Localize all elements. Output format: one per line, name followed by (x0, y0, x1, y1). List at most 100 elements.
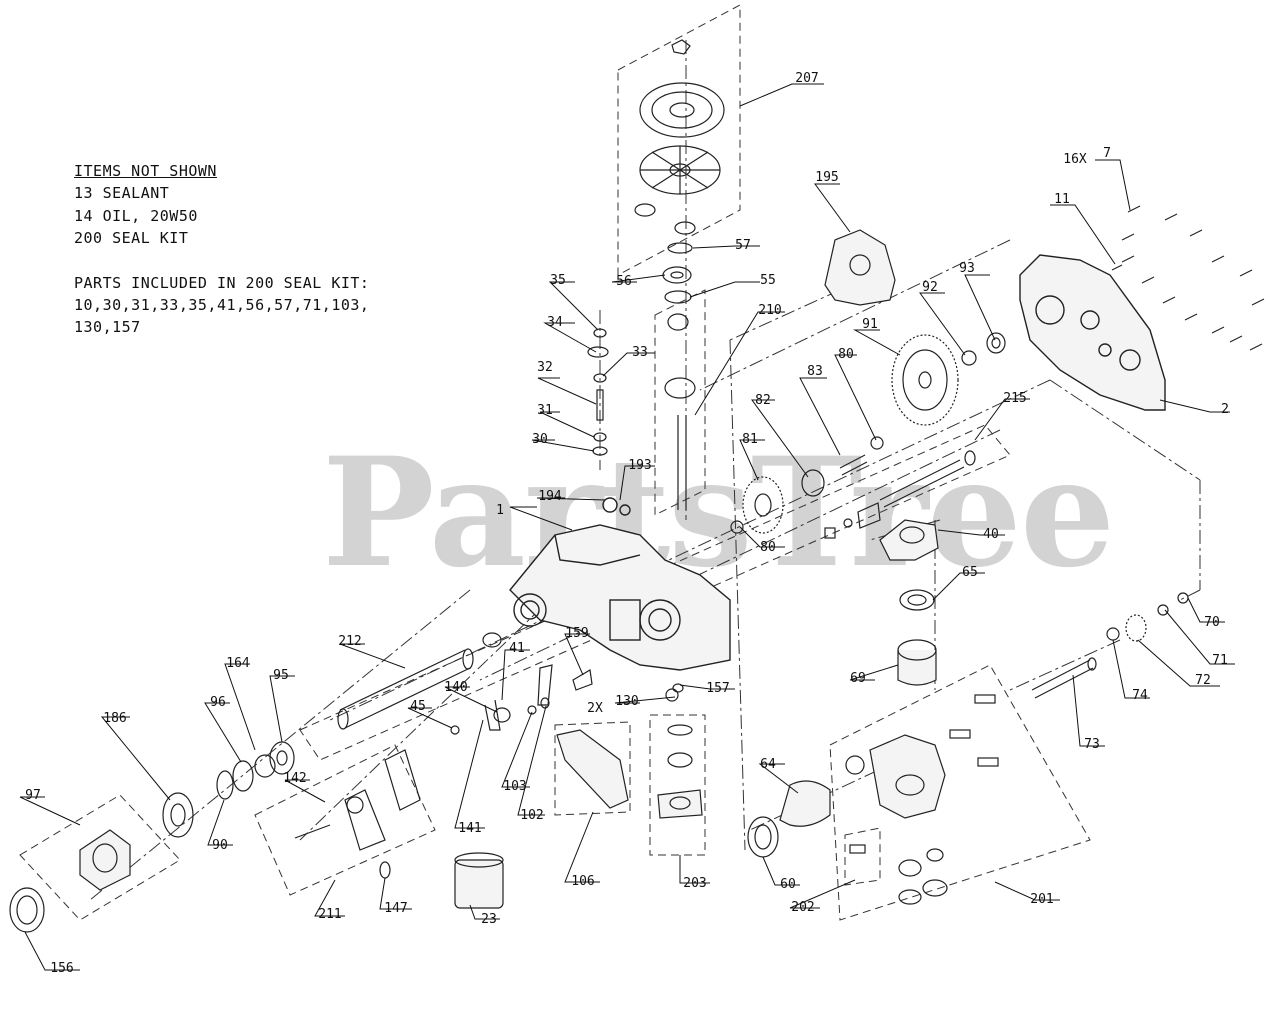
callout-label: 203 (683, 876, 706, 891)
group-202-box (844, 827, 881, 886)
callout-label: 72 (1195, 673, 1211, 688)
center-section-201 (845, 694, 999, 905)
group-210-box (654, 289, 706, 516)
leader-lines (19, 83, 1235, 971)
callout-label: 71 (1212, 653, 1228, 668)
callout-label: 1 (496, 503, 504, 518)
callout-label: 82 (755, 393, 771, 408)
seal-kit-line: 130,157 (74, 318, 141, 337)
callout-label: 83 (807, 364, 823, 379)
callout-label: 56 (616, 274, 632, 289)
callout-label: 106 (571, 874, 594, 889)
callout-label: 95 (273, 668, 289, 683)
callout-label: 212 (338, 634, 361, 649)
callout-label: 157 (706, 681, 729, 696)
callout-label: 92 (922, 280, 938, 295)
group-203-box (649, 714, 706, 856)
callout-label: 186 (103, 711, 126, 726)
notes-block: ITEMS NOT SHOWN 13 SEALANT 14 OIL, 20W50… (74, 160, 369, 339)
group-215-box (299, 424, 1011, 761)
seal-kit-heading: PARTS INCLUDED IN 200 SEAL KIT: (74, 273, 370, 292)
cover-bolts (1111, 205, 1265, 351)
callout-label: 164 (226, 656, 250, 671)
callout-label: 23 (481, 912, 497, 927)
callout-label: 31 (537, 403, 553, 418)
callout-label: 32 (537, 360, 553, 375)
callout-label: 33 (632, 345, 648, 360)
input-shaft-parts (662, 266, 696, 510)
callout-label: 207 (795, 71, 818, 86)
pulley-fan-assembly (634, 39, 725, 254)
motor-parts (747, 589, 937, 858)
axle-shafts (337, 592, 1189, 730)
shaft-215-parts (824, 450, 976, 561)
group-97-box (19, 794, 181, 921)
callout-label: 130 (615, 694, 638, 709)
group-boxes (19, 4, 1091, 921)
callout-label: 41 (509, 641, 525, 656)
callout-label: 40 (983, 527, 999, 542)
callout-label: 60 (780, 877, 796, 892)
callout-label: 34 (547, 315, 563, 330)
callout-label: 201 (1030, 892, 1053, 907)
pump-parts-203 (657, 683, 703, 819)
callout-label: 202 (791, 900, 814, 915)
callout-label: 147 (384, 901, 407, 916)
callout-label: 45 (410, 699, 426, 714)
group-207-box (617, 4, 741, 276)
cover-plate (1019, 254, 1166, 411)
callout-label: 2X (587, 701, 603, 716)
callout-label: 210 (758, 303, 781, 318)
callout-label: 103 (503, 779, 526, 794)
callout-label: 64 (760, 757, 776, 772)
callout-label: 7 (1103, 146, 1111, 161)
callout-label: 159 (565, 626, 588, 641)
watermark-text: PartsTree (322, 425, 1115, 601)
axle-end-parts (9, 632, 502, 933)
callout-label: 35 (550, 273, 566, 288)
callout-label: 80 (760, 540, 776, 555)
callout-label: 74 (1132, 688, 1148, 703)
not-shown-item: 200 SEAL KIT (74, 229, 189, 248)
callout-label: 55 (760, 273, 776, 288)
callout-label: 57 (735, 238, 751, 253)
upper-housing (824, 229, 896, 306)
callout-label: 80 (838, 347, 854, 362)
seal-kit-line: 10,30,31,33,35,41,56,57,71,103, (74, 296, 370, 315)
fan-guard-and-filter (454, 729, 629, 909)
callout-label: 81 (742, 432, 758, 447)
callout-label: 140 (444, 680, 467, 695)
callout-label: 102 (520, 808, 543, 823)
group-211-box (254, 744, 436, 896)
callout-label: 142 (283, 771, 306, 786)
not-shown-item: 13 SEALANT (74, 184, 170, 203)
callout-label: 141 (458, 821, 481, 836)
callout-label: 93 (959, 261, 975, 276)
callout-label: 96 (210, 695, 226, 710)
items-not-shown-heading: ITEMS NOT SHOWN (74, 162, 217, 180)
callout-label: 69 (850, 671, 866, 686)
callout-label: 194 (538, 489, 562, 504)
callout-label: 91 (862, 317, 878, 332)
callout-label: 211 (318, 907, 341, 922)
callout-label: 2 (1221, 402, 1229, 417)
main-housing (509, 497, 731, 671)
callout-label: 16X (1063, 152, 1087, 167)
not-shown-item: 14 OIL, 20W50 (74, 206, 198, 225)
callout-label: 73 (1084, 737, 1100, 752)
callout-label: 30 (532, 432, 548, 447)
callout-label: 193 (628, 458, 651, 473)
group-201-box (829, 664, 1091, 921)
callout-label: 215 (1003, 391, 1026, 406)
callout-label: 90 (212, 838, 228, 853)
callout-label: 156 (50, 961, 73, 976)
callout-label: 65 (962, 565, 978, 580)
callout-label: 11 (1054, 192, 1070, 207)
callout-label: 195 (815, 170, 838, 185)
callout-label: 97 (25, 788, 41, 803)
callout-label: 70 (1204, 615, 1220, 630)
gears (730, 332, 1147, 642)
